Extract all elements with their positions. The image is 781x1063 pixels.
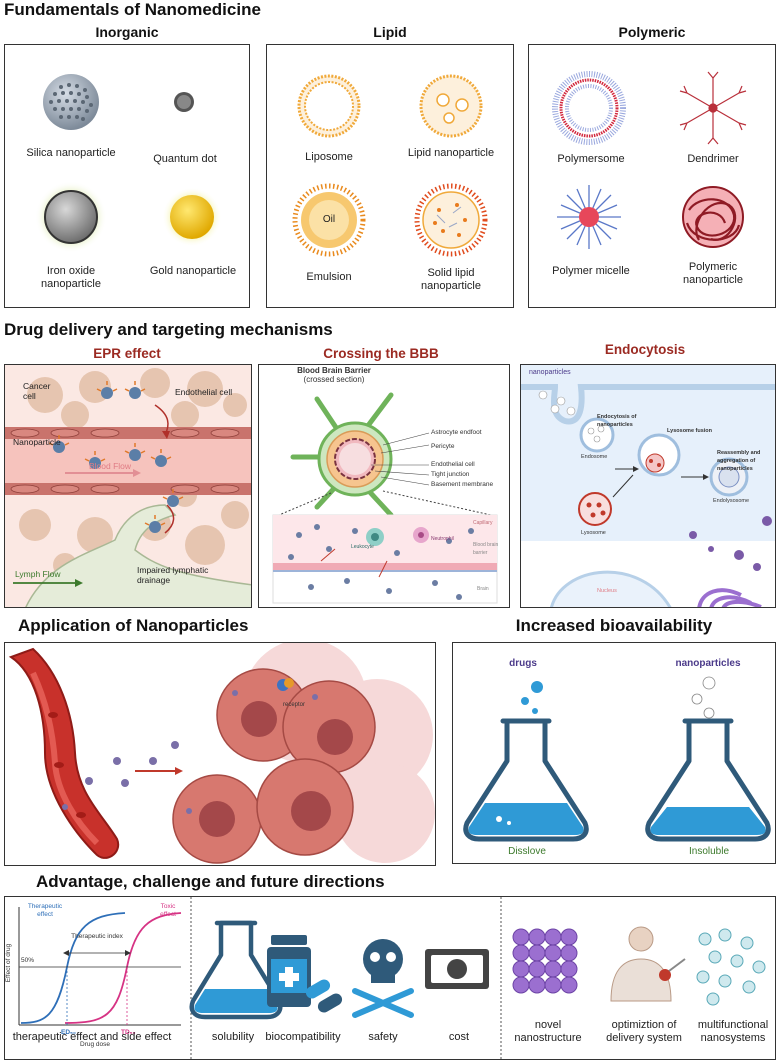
dendrimer-label: Dendrimer	[687, 153, 739, 165]
lipid-nanoparticle-label: Lipid nanoparticle	[407, 147, 495, 159]
endocytosis-panel: nanoparticles Endocytosis of nanoparticl…	[520, 364, 776, 608]
blood-flow-label: Blood Flow	[89, 461, 132, 471]
epr-heading: EPR effect	[93, 346, 161, 361]
receptor-label: receptor	[283, 702, 306, 708]
neutrophil-label: Neutrophil	[431, 536, 454, 542]
therapeutic-index-label: Therapeutic index	[71, 933, 123, 940]
advantage-icons	[18, 897, 766, 1061]
flask-icons	[463, 676, 771, 842]
polymer-micelle-label: Polymer micelle	[552, 265, 630, 277]
emulsion-label: Emulsion	[306, 271, 352, 283]
polymer-particles-icon	[552, 71, 747, 249]
adv-item-novel: novel nanostructure	[514, 1019, 582, 1044]
td50-label: TD₅₀	[121, 1029, 136, 1036]
bbb-subtitle: Blood Brain Barrier	[297, 366, 371, 375]
effect-axis-label: Effect of drug	[5, 943, 12, 983]
oil-label: Oil	[322, 214, 336, 225]
lipid-particles-icon	[292, 74, 488, 257]
adv-item-biocompatibility: biocompatibility	[265, 1031, 341, 1043]
lipid-panel: Liposome Lipid nanoparticle Oil Emulsion…	[266, 44, 514, 308]
adv-item-safety: safety	[368, 1031, 398, 1043]
polymeric-panel: Polymersome Dendrimer Polymer micelle Po…	[528, 44, 776, 308]
advantage-panel: Therapeutic effect Toxic effect Therapeu…	[4, 896, 776, 1061]
tight-junction-label: Tight junction	[431, 471, 470, 478]
page-title: Fundamentals of Nanomedicine	[4, 0, 261, 19]
silica-label: Silica nanoparticle	[26, 147, 116, 159]
endosome-label: Endosome	[581, 454, 608, 460]
drug-delivery-title: Drug delivery and targeting mechanisms	[4, 320, 333, 339]
adv-item-delivery: optimiztion of delivery system	[606, 1019, 682, 1044]
dose-axis-label: Drug dose	[80, 1041, 110, 1048]
lymph-flow-label: Lymph Flow	[15, 569, 61, 579]
polymeric-nanoparticle-label: Polymeric nanoparticle	[683, 261, 743, 286]
basement-label: Basement membrane	[431, 481, 494, 488]
application-scene-icon	[8, 643, 435, 864]
bio-nanoparticles-label: nanoparticles	[675, 658, 741, 669]
bioavailability-title: Increased bioavailability	[515, 616, 713, 635]
astrocyte-label: Astrocyte endfoot	[431, 429, 482, 436]
bbb-scene-icon	[272, 392, 498, 604]
liposome-label: Liposome	[305, 151, 353, 163]
insoluble-label: Insoluble	[688, 846, 730, 857]
silica-nanoparticle-icon	[35, 74, 222, 253]
quantum-dot-label: Quantum dot	[153, 153, 217, 165]
nucleus-label: Nucleus	[597, 588, 617, 594]
therapeutic-effect-label: Therapeutic effect	[27, 903, 63, 918]
nanoparticle-label: Nanoparticle	[13, 437, 61, 447]
endothelial-cell-label: Endothelial cell	[175, 387, 233, 397]
leukocyte-label: Leukocyte	[351, 544, 374, 550]
step3-label: Reassembly and aggregation of nanopartic…	[717, 450, 761, 472]
application-panel: receptor	[4, 642, 436, 866]
dissolve-label: Disslove	[508, 846, 546, 857]
endocytosis-heading: Endocytosis	[604, 342, 686, 357]
bioavailability-panel: drugs nanoparticles Disslove Insoluble	[452, 642, 776, 864]
application-title: Application of Nanoparticles	[18, 616, 249, 635]
bbb-layer-label: Blood brain barrier	[473, 542, 499, 556]
drugs-label: drugs	[509, 658, 537, 669]
adv-item-solubility: solubility	[211, 1031, 255, 1043]
polymersome-label: Polymersome	[557, 153, 625, 165]
epr-scene-icon	[5, 368, 251, 607]
pericyte-label: Pericyte	[431, 443, 455, 450]
capillary-label: Capillary	[473, 520, 493, 526]
gold-label: Gold nanoparticle	[149, 265, 237, 277]
polymeric-heading: Polymeric	[618, 24, 686, 40]
endo-nanoparticles-label: nanoparticles	[529, 369, 571, 376]
toxic-effect-label: Toxic effect	[160, 903, 176, 918]
impaired-drainage-label: Impaired lymphatic drainage	[137, 565, 209, 585]
nanoparticle-dots	[48, 381, 184, 533]
endolysosome-label: Endolysosome	[713, 498, 750, 504]
bbb-heading: Crossing the BBB	[323, 346, 439, 361]
inorganic-panel: Silica nanoparticle Quantum dot Iron oxi…	[4, 44, 250, 308]
fifty-label: 50%	[21, 957, 35, 964]
step1-label: Endocytosis of nanoparticles	[597, 414, 637, 428]
adv-item-therapeutic: therapeutic effect and side effect	[12, 1031, 172, 1043]
endocytosis-scene-icon	[521, 365, 775, 607]
solid-lipid-label: Solid lipid nanoparticle	[421, 267, 481, 292]
lipid-heading: Lipid	[373, 24, 407, 40]
advantage-title: Advantage, challenge and future directio…	[36, 872, 385, 891]
step2-label: Lysosome fusion	[667, 428, 713, 434]
inorganic-heading: Inorganic	[95, 24, 159, 40]
lysosome-label: Lysosome	[581, 530, 606, 536]
bbb-panel: Blood Brain Barrier (crossed section) As…	[258, 364, 510, 608]
cancer-cell-label: Cancer cell	[23, 381, 51, 401]
endothelial-label: Endothelial cell	[431, 461, 475, 468]
adv-item-cost: cost	[448, 1031, 470, 1043]
bbb-subtitle2: (crossed section)	[303, 375, 365, 384]
epr-panel: Cancer cell Endothelial cell Nanoparticl…	[4, 364, 252, 608]
iron-oxide-label: Iron oxide nanoparticle	[41, 265, 101, 290]
brain-label: Brain	[477, 586, 489, 592]
adv-item-multifunctional: multifunctional nanosystems	[697, 1019, 769, 1044]
ed50-label: ED₅₀	[61, 1029, 76, 1036]
